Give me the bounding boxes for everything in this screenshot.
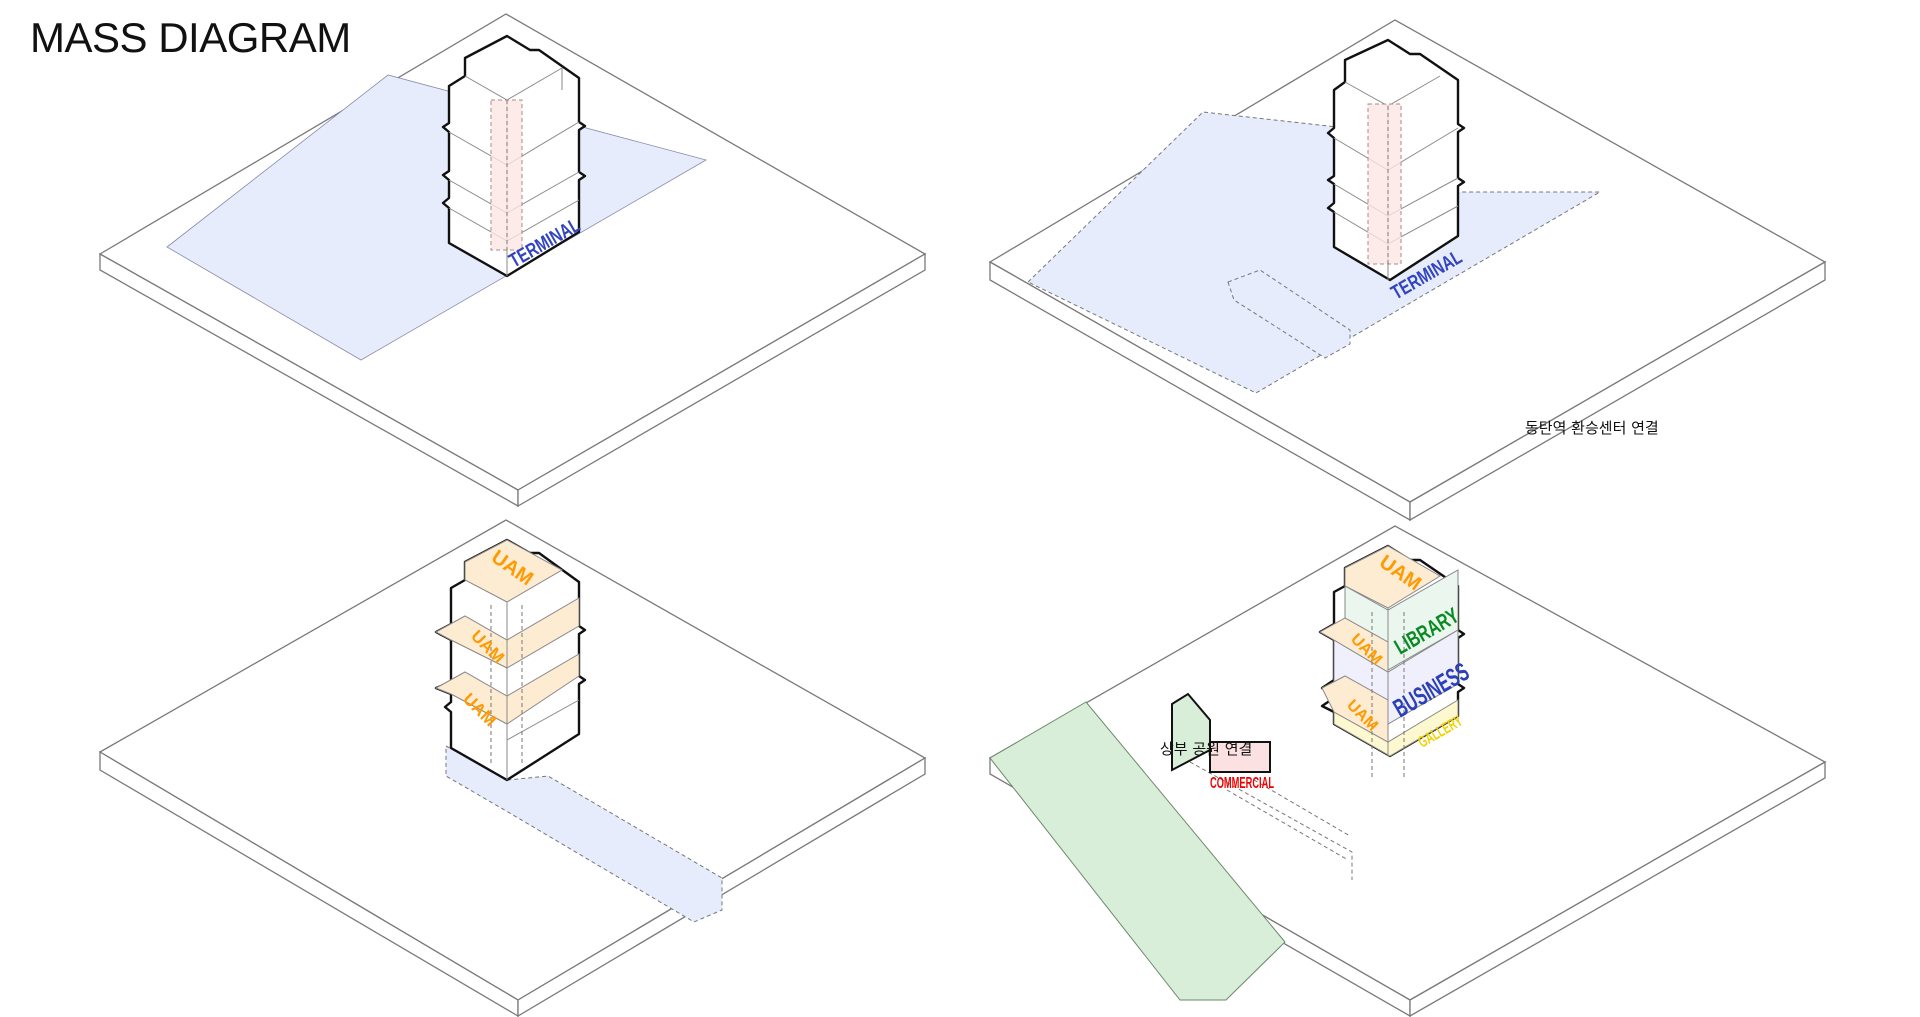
panel-station-link: TERMINAL 동탄역 환승센터 연결 [988,19,1827,522]
uam-deck-top [464,539,564,603]
page-title: MASS DIAGRAM [30,14,351,61]
panel-program: UAM LIBRARY UAM BUSINESS UAM GALLERY COM… [988,525,1827,1017]
corridor-dashed [1189,761,1353,880]
tower-mass [1318,544,1466,780]
vertical-core [490,99,523,251]
station-connection-corridor [1227,269,1351,359]
uam-deck-top [1344,545,1441,609]
park-link-plane [1171,692,1211,772]
annotation-station-link: 동탄역 환승센터 연결 [1525,419,1659,437]
tower-mass [1326,38,1466,282]
panel-uam-decks: UAM UAM UAM [98,519,927,1017]
vertical-core [1367,103,1402,265]
upper-park-strip [989,701,1286,1001]
commercial-block [1209,741,1271,773]
tower-mass [441,34,587,278]
tower-mass [434,538,587,782]
label-commercial: COMMERCIAL [1210,775,1274,792]
station-connection-corridor [445,745,723,923]
annotation-park-link: 상부 공원 연결 [1160,740,1252,758]
panel-terminal-site: TERMINAL [98,13,927,508]
